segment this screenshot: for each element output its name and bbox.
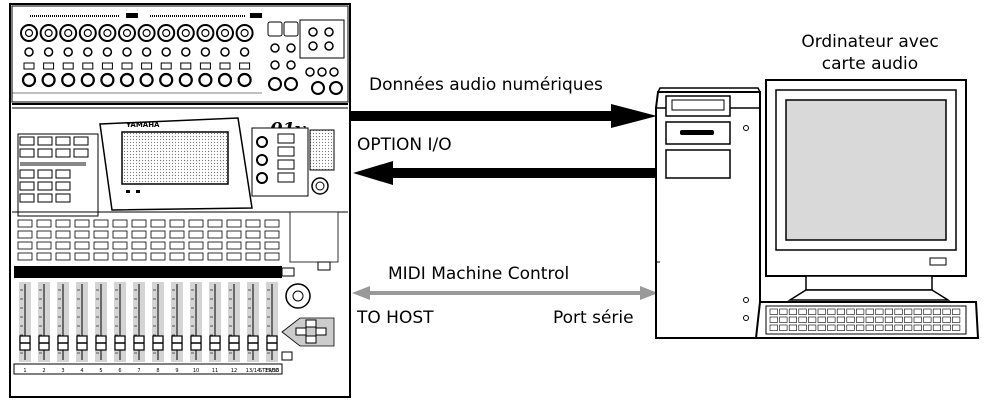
- left-button-grid: [19, 136, 89, 203]
- channel-number-label: 10: [193, 368, 199, 374]
- lcd-display: [121, 131, 229, 185]
- channel-number-label: 5: [99, 368, 102, 374]
- channel-number-label: 6: [118, 368, 121, 374]
- channel-number-label: 15/16: [265, 368, 279, 374]
- stereo-label: STEREO: [259, 368, 279, 374]
- channel-number-label: 2: [42, 368, 45, 374]
- option-io-arrow: [353, 161, 657, 185]
- digital-audio-arrow: [350, 104, 657, 128]
- to-host-label: TO HOST: [357, 308, 434, 328]
- monitor-icon: [765, 79, 967, 301]
- computer-label-line1: Ordinateur avec: [801, 32, 939, 52]
- computer-tower-icon: [655, 87, 761, 339]
- channel-number-label: 8: [156, 368, 159, 374]
- channel-number-label: 4: [80, 368, 83, 374]
- channel-number-label: 11: [212, 368, 218, 374]
- brand-logo: YAMAHA: [125, 121, 160, 129]
- digital-audio-label: Données audio numériques: [369, 75, 603, 95]
- midi-machine-control-label: MIDI Machine Control: [388, 264, 570, 284]
- computer-label-line2: carte audio: [821, 54, 919, 74]
- gain-knob-row: [21, 62, 252, 88]
- port-serie-label: Port série: [553, 308, 634, 328]
- channel-number-label: 13/14: [246, 368, 260, 374]
- channel-number-label: 12: [231, 368, 237, 374]
- midi-machine-control-arrow: [352, 286, 658, 300]
- channel-number-label: 1: [23, 368, 26, 374]
- xlr-input-row: [20, 24, 254, 57]
- channel-strips: [17, 219, 280, 362]
- channel-number-label: 9: [175, 368, 178, 374]
- option-io-label: OPTION I/O: [357, 135, 452, 155]
- computer-with-audio-card: [655, 79, 980, 339]
- scribble-strip: [14, 266, 282, 278]
- channel-number-label: 7: [137, 368, 140, 374]
- channel-number-label: 3: [61, 368, 64, 374]
- keyboard-icon: [754, 301, 980, 339]
